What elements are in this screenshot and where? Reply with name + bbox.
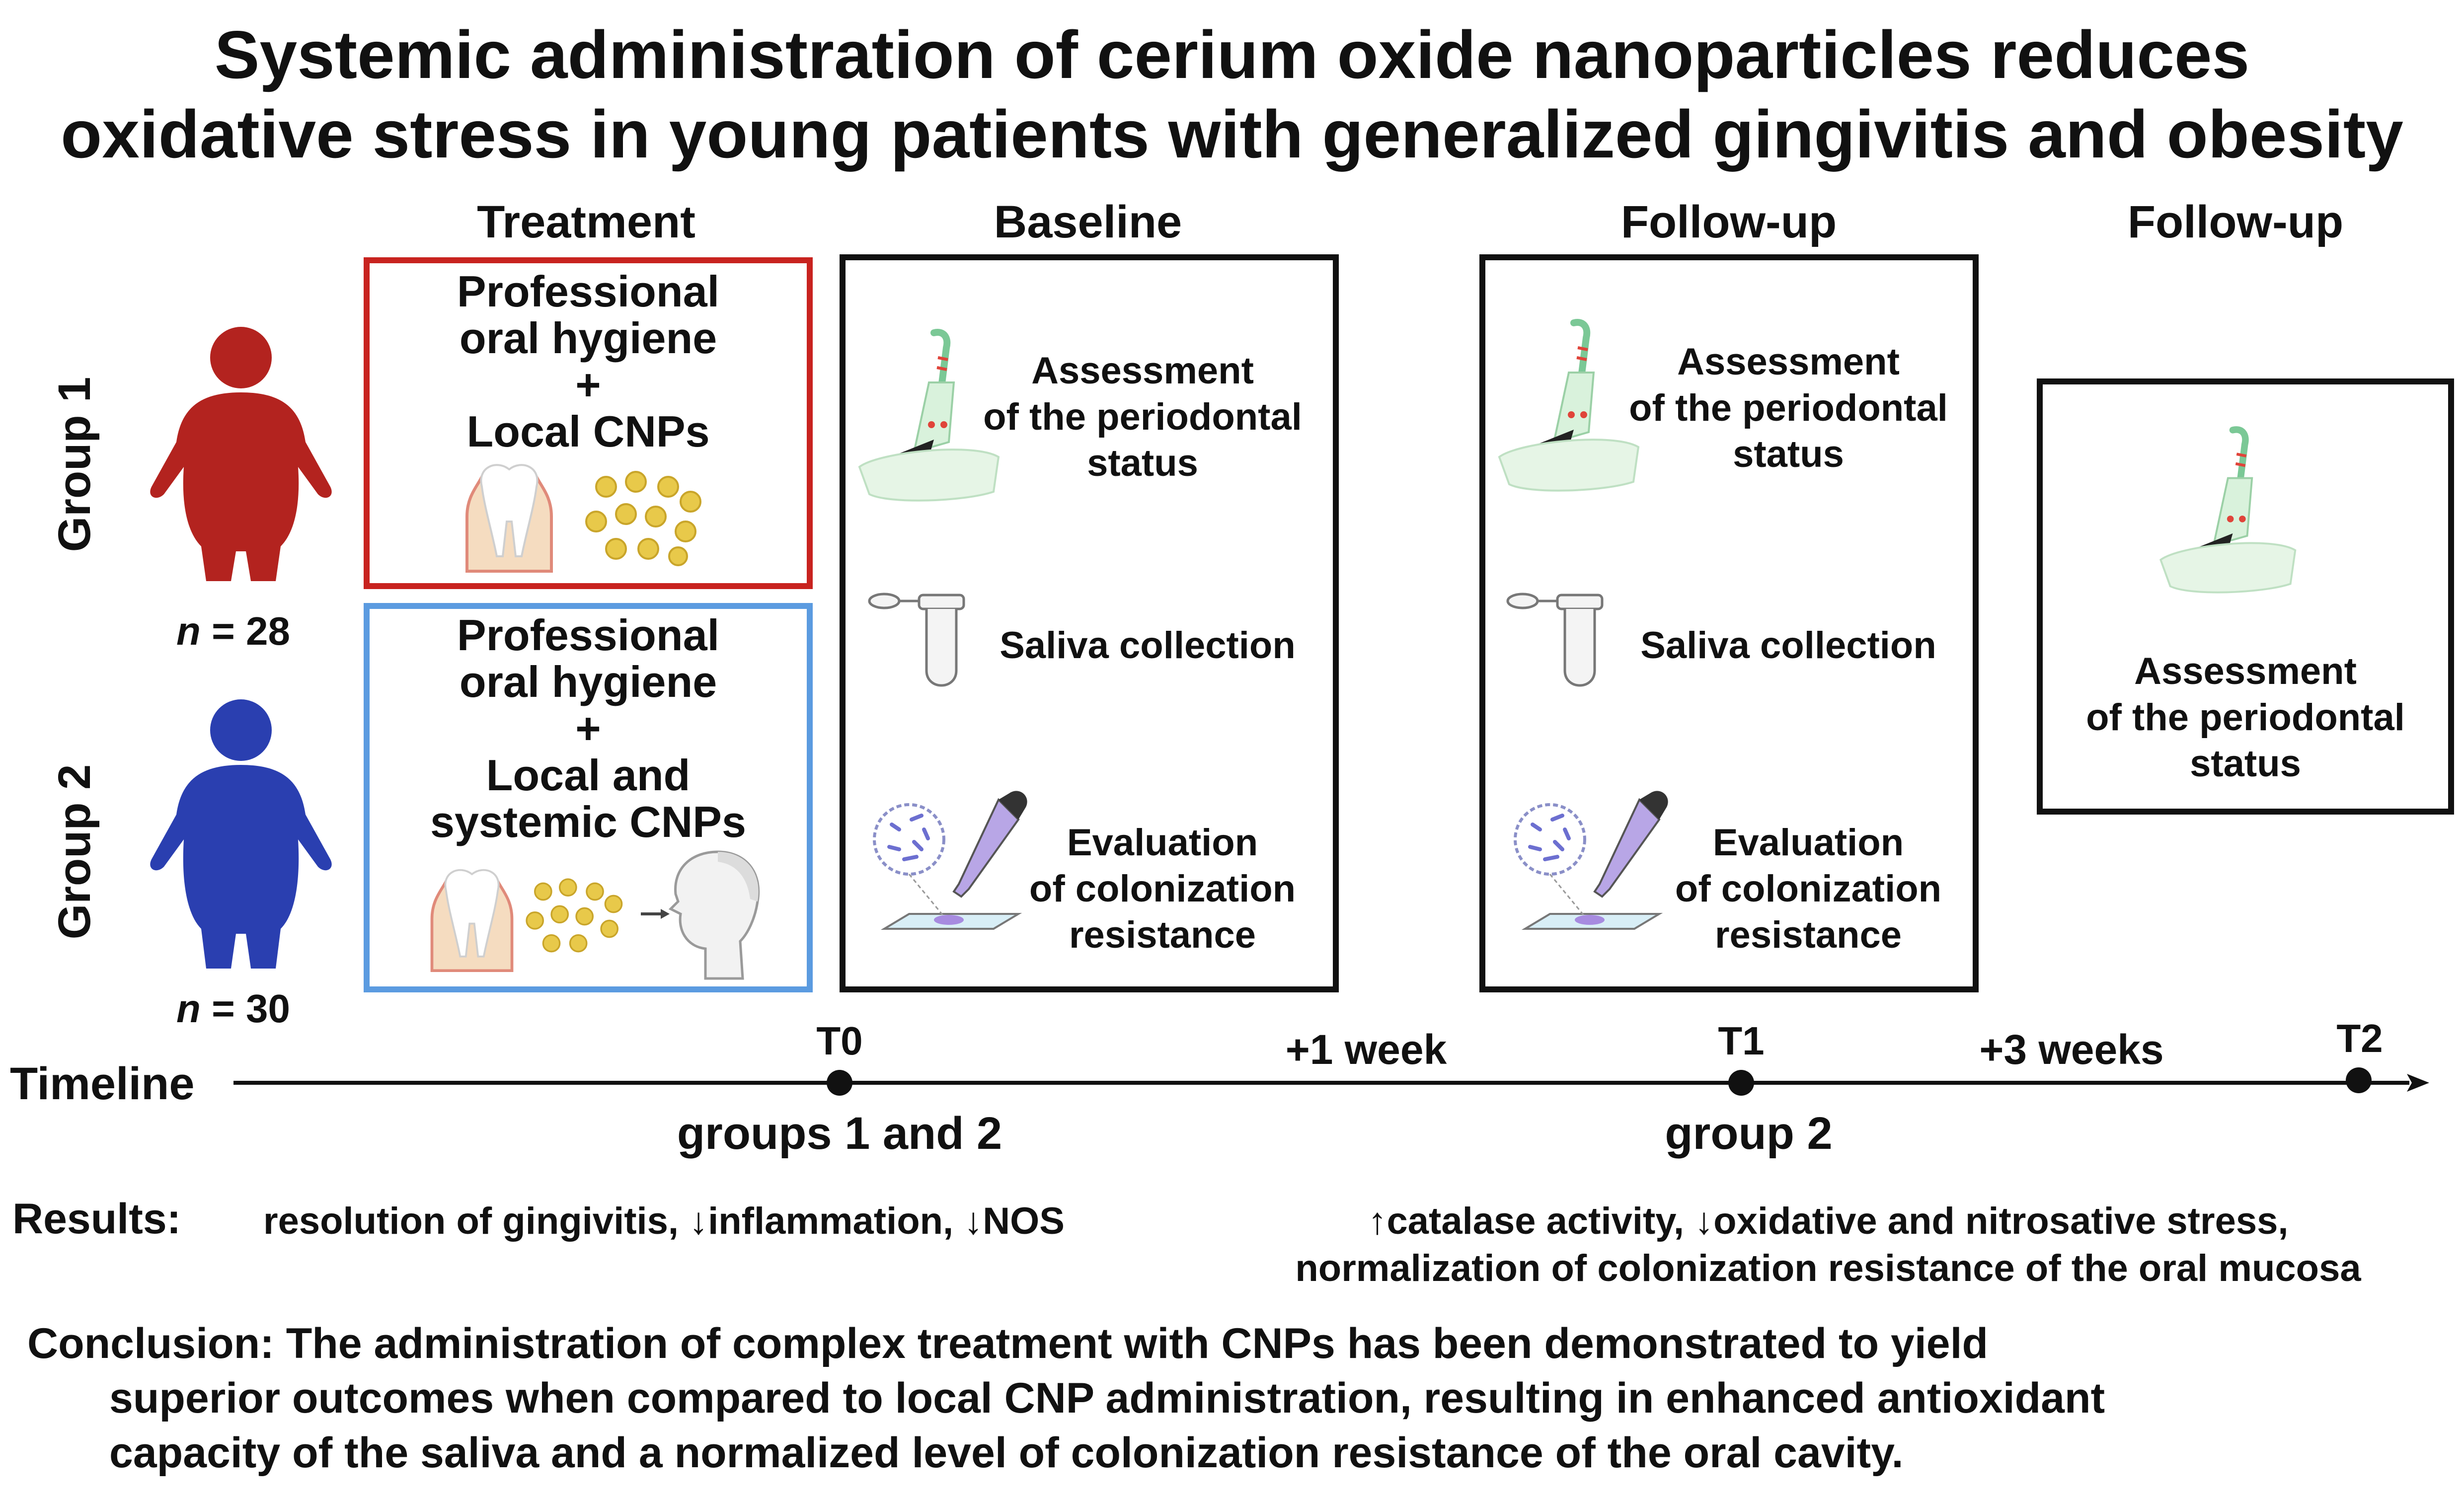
t2-label: T2 (2336, 1016, 2383, 1060)
conclusion-line3: capacity of the saliva and a normalized … (109, 1429, 1904, 1477)
followup1-eval-l3: resistance (1714, 914, 1902, 956)
treatment-g2-plus: + (575, 704, 601, 753)
followup2-assess-l1: Assessment (2134, 650, 2357, 692)
followup1-eval-l1: Evaluation (1712, 822, 1904, 864)
t0-label: T0 (816, 1019, 863, 1063)
treatment-group1-box (364, 257, 813, 589)
interval-1week: +1 week (1285, 1026, 1447, 1073)
followup1-evaluation: Evaluation of colonization resistance (1634, 820, 1982, 958)
baseline-assess-l2: of the periodontal (983, 396, 1302, 438)
group2-person-icon (150, 699, 332, 969)
results-label: Results: (12, 1195, 181, 1243)
treatment-group2-text: Professional oral hygiene + Local and sy… (364, 612, 813, 845)
treatment-g2-line2: oral hygiene (459, 657, 717, 706)
microscopy-dropper-icon (873, 791, 1027, 930)
group1-person-icon (150, 327, 332, 581)
patient-head-icon (641, 850, 760, 980)
conclusion-line2: superior outcomes when compared to local… (109, 1374, 2105, 1422)
group2-n-value: = 30 (212, 986, 291, 1031)
followup2-box (2037, 378, 2454, 815)
baseline-assess-l3: status (1087, 442, 1198, 484)
treatment-g2-line1: Professional (457, 610, 720, 660)
baseline-eval-l3: resistance (1069, 914, 1256, 956)
followup1-assess-l1: Assessment (1677, 341, 1900, 383)
saliva-tube-icon (868, 593, 965, 687)
conclusion-line1: Conclusion: The administration of comple… (27, 1320, 1989, 1367)
followup2-header: Follow-up (2127, 197, 2344, 247)
diagram-title: Systemic administration of cerium oxide … (0, 15, 2464, 174)
t2-marker (2346, 1067, 2372, 1093)
treatment-g1-line1: Professional (457, 267, 720, 316)
baseline-saliva: Saliva collection (1000, 624, 1296, 667)
baseline-assessment: Assessment of the periodontal status (959, 348, 1326, 486)
baseline-header: Baseline (994, 197, 1182, 247)
title-line-2: oxidative stress in young patients with … (61, 96, 2403, 172)
followup2-assess-l3: status (2190, 743, 2301, 785)
tooth-icon (465, 464, 553, 573)
microscopy-dropper-icon (1514, 791, 1668, 930)
tooth-icon (430, 869, 514, 973)
results-right-line1: ↑catalase activity, ↓oxidative and nitro… (1368, 1200, 2289, 1242)
followup1-eval-l2: of colonization (1675, 868, 1942, 910)
dental-scaler-icon (2159, 426, 2297, 594)
baseline-assess-l1: Assessment (1031, 350, 1254, 392)
n-symbol: n (176, 986, 201, 1031)
group1-n: n = 28 (176, 608, 290, 654)
nanoparticles-icon (585, 471, 701, 566)
dental-scaler-icon (858, 329, 1000, 502)
followup1-assess-l2: of the periodontal (1629, 387, 1948, 429)
results-right-line2: normalization of colonization resistance… (1295, 1247, 2361, 1289)
title-line-1: Systemic administration of cerium oxide … (214, 17, 2250, 92)
nanoparticles-icon (526, 878, 623, 953)
treatment-g2-line3: Local and (486, 750, 691, 800)
group2-n: n = 30 (176, 986, 290, 1032)
treatment-group1-text: Professional oral hygiene + Local CNPs (364, 268, 813, 455)
followup2-assess-l2: of the periodontal (2086, 696, 2405, 739)
baseline-box (840, 254, 1339, 992)
t1-groups: group 2 (1665, 1108, 1833, 1159)
followup1-saliva: Saliva collection (1640, 624, 1936, 667)
treatment-g2-line4: systemic CNPs (430, 797, 746, 846)
followup1-assess-l3: status (1733, 433, 1844, 475)
t1-label: T1 (1718, 1019, 1765, 1063)
treatment-g1-line2: oral hygiene (459, 313, 717, 363)
treatment-header: Treatment (477, 197, 695, 247)
followup1-header: Follow-up (1620, 197, 1837, 247)
treatment-group2-box (364, 603, 813, 992)
treatment-g1-plus: + (575, 360, 601, 409)
t0-marker (827, 1070, 852, 1096)
n-symbol: n (176, 609, 201, 653)
followup2-assessment: Assessment of the periodontal status (2037, 648, 2454, 787)
baseline-evaluation: Evaluation of colonization resistance (989, 820, 1336, 958)
followup1-assessment: Assessment of the periodontal status (1605, 339, 1972, 477)
timeline-label: Timeline (10, 1058, 195, 1109)
t1-marker (1728, 1070, 1754, 1096)
baseline-eval-l1: Evaluation (1067, 822, 1258, 864)
interval-3weeks: +3 weeks (1979, 1026, 2164, 1073)
treatment-g1-line3: Local CNPs (466, 407, 710, 456)
followup1-box (1479, 254, 1979, 992)
saliva-tube-icon (1506, 593, 1604, 687)
results-left: resolution of gingivitis, ↓inflammation,… (263, 1200, 1065, 1242)
t0-groups: groups 1 and 2 (677, 1108, 1002, 1159)
dental-scaler-icon (1498, 319, 1640, 492)
baseline-eval-l2: of colonization (1029, 868, 1296, 910)
group1-n-value: = 28 (212, 609, 291, 653)
